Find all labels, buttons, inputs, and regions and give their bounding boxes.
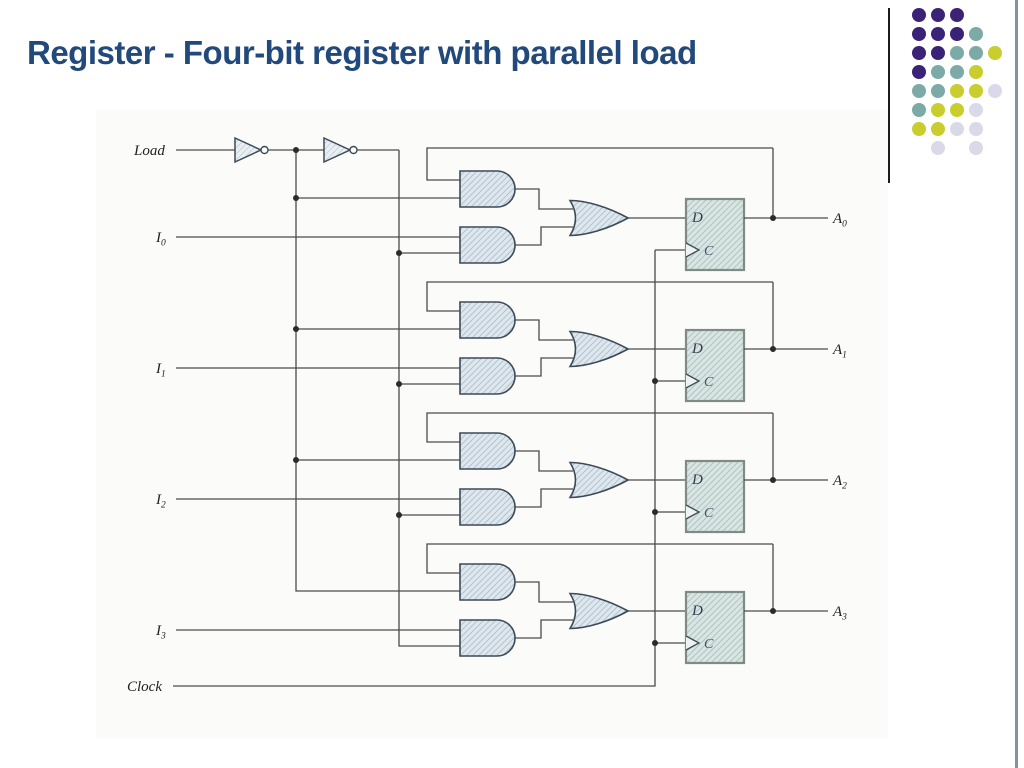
feedback-wire [426,281,773,312]
load-bus [398,150,460,647]
junction-dot [396,250,402,256]
and-gate [459,357,516,395]
inverter-gate [234,136,263,164]
inverter-bubble [260,145,269,155]
input-label: I3 [155,623,166,642]
clock-edge-triangle [685,242,701,258]
junction-dot [293,195,299,201]
ff-d-label: D [691,210,703,226]
ff-c-label: C [704,506,714,521]
output-label: A1 [832,342,847,361]
d-flipflop [684,459,746,534]
ff-c-label: C [704,637,714,652]
ff-d-label: D [691,341,703,357]
junction-dot [652,378,658,384]
decor-vertical-line [888,8,890,183]
ff-c-label: C [704,375,714,390]
or-gate [568,592,630,630]
feedback-wire [426,412,773,443]
inverter-gate [323,136,352,164]
and-to-or-wire [515,450,573,472]
junction-dot [770,477,776,483]
d-flipflop [684,590,746,665]
or-gate [568,199,630,237]
junction-dot [293,457,299,463]
and-gate [459,619,516,657]
ff-c-label: C [704,244,714,259]
input-label: I2 [155,492,166,511]
output-label: A2 [832,473,847,492]
output-label: A3 [832,604,847,623]
and-to-or-wire [515,619,573,639]
load-label: Load [133,143,165,159]
or-gate [568,461,630,499]
clock-edge-triangle [685,635,701,651]
clock-edge-triangle [685,504,701,520]
feedback-wire [426,147,773,181]
junction-dot [770,346,776,352]
and-to-or-wire [515,319,573,341]
and-to-or-wire [515,357,573,377]
and-gate [459,301,516,339]
clock-label: Clock [127,679,162,695]
junction-dot [770,215,776,221]
ff-d-label: D [691,472,703,488]
slide-title: Register - Four-bit register with parall… [27,34,697,71]
junction-dot [652,509,658,515]
ff-d-label: D [691,603,703,619]
and-gate [459,226,516,264]
and-gate [459,170,516,208]
load-not-bus [295,150,460,592]
junction-dot [770,608,776,614]
junction-dot [396,381,402,387]
d-flipflop [684,328,746,403]
junction-dot [396,512,402,518]
or-gate [568,330,630,368]
clock-bus [173,250,656,687]
output-label: A0 [832,211,847,230]
junction-dot [293,326,299,332]
and-gate [459,488,516,526]
junction-dot [652,640,658,646]
slide-right-border [1015,0,1018,768]
and-to-or-wire [515,188,573,210]
and-to-or-wire [515,581,573,603]
and-to-or-wire [515,488,573,508]
input-label: I0 [155,230,166,249]
clock-edge-triangle [685,373,701,389]
d-flipflop [684,197,746,272]
input-label: I1 [155,361,166,380]
feedback-wire [426,543,773,574]
inverter-bubble [349,145,358,155]
and-to-or-wire [515,226,573,246]
junction-dot [293,147,299,153]
and-gate [459,432,516,470]
and-gate [459,563,516,601]
